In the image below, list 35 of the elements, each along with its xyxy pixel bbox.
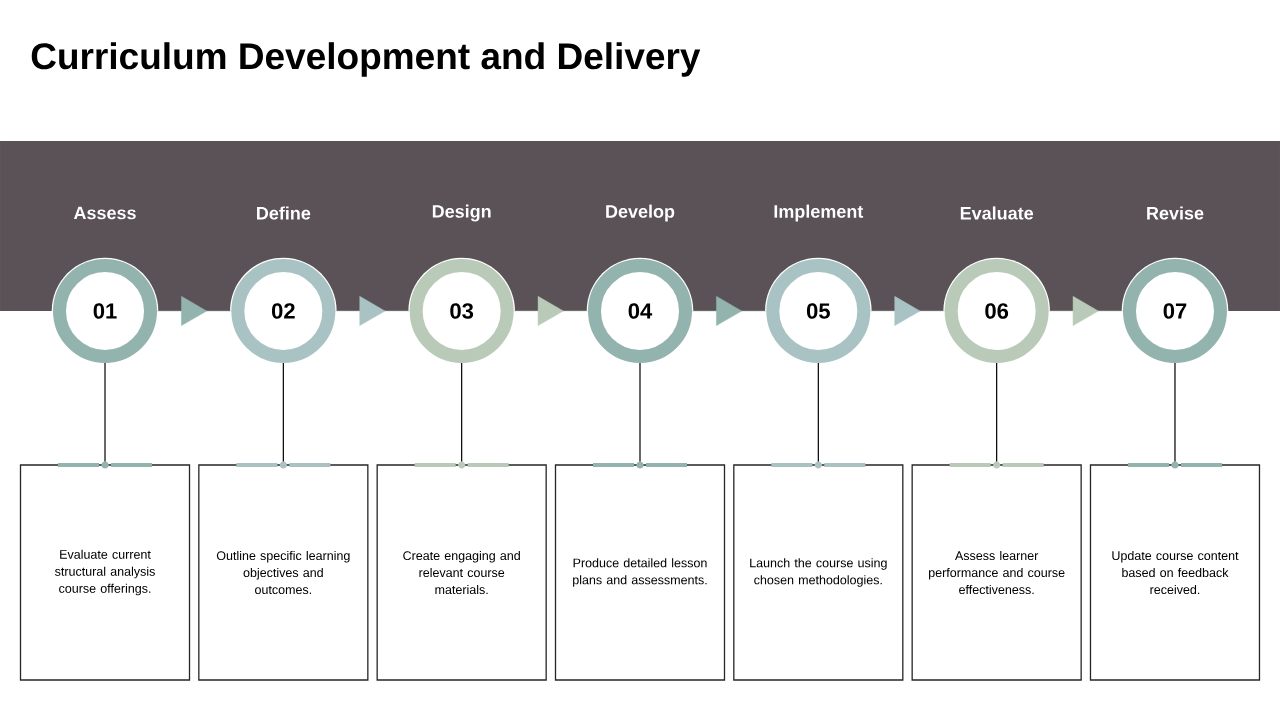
text-box: Assess learner performance and course effectiveness. bbox=[911, 461, 1082, 681]
text-box: Launch the course using chosen methodologies. bbox=[733, 461, 904, 681]
connector-line bbox=[1174, 362, 1176, 462]
node-label: 03 bbox=[450, 303, 474, 319]
chevron-arrow bbox=[156, 296, 232, 326]
text-box: Update course content based on feedback received. bbox=[1089, 461, 1261, 681]
node-label: 02 bbox=[271, 303, 295, 319]
node-label: 06 bbox=[985, 303, 1009, 319]
node-label: 07 bbox=[1163, 303, 1187, 319]
connector-line bbox=[996, 362, 998, 462]
step-heading: Define bbox=[257, 206, 311, 220]
connector-line bbox=[817, 362, 819, 462]
connector-line bbox=[639, 362, 641, 462]
step-heading: Assess bbox=[73, 206, 136, 220]
text-box: Create engaging and relevant course materials. bbox=[376, 461, 547, 681]
step-heading: Implement bbox=[774, 204, 864, 222]
node-label: 05 bbox=[806, 303, 830, 319]
title: Curriculum Development and Delivery bbox=[31, 42, 701, 77]
chevron-arrow bbox=[513, 296, 589, 326]
text-box: Evaluate current structural analysis course offerings. bbox=[19, 461, 191, 681]
connector-line bbox=[461, 362, 463, 462]
chevron-arrow bbox=[335, 296, 410, 326]
step-heading: Develop bbox=[606, 204, 675, 222]
step-heading: Evaluate bbox=[960, 206, 1034, 220]
text-box: Produce detailed lesson plans and assessments. bbox=[554, 461, 726, 681]
text-box: Outline specific learning objectives and outcomes. bbox=[198, 461, 369, 681]
connector-line bbox=[104, 362, 106, 462]
node-label: 01 bbox=[93, 303, 117, 319]
chevron-arrow bbox=[870, 296, 945, 326]
chevron-arrow bbox=[1048, 296, 1124, 326]
connector-line bbox=[282, 362, 284, 462]
chevron-arrow bbox=[691, 296, 767, 326]
step-heading: Revise bbox=[1147, 206, 1204, 220]
node-label: 04 bbox=[628, 303, 653, 319]
step-heading: Design bbox=[432, 204, 491, 222]
